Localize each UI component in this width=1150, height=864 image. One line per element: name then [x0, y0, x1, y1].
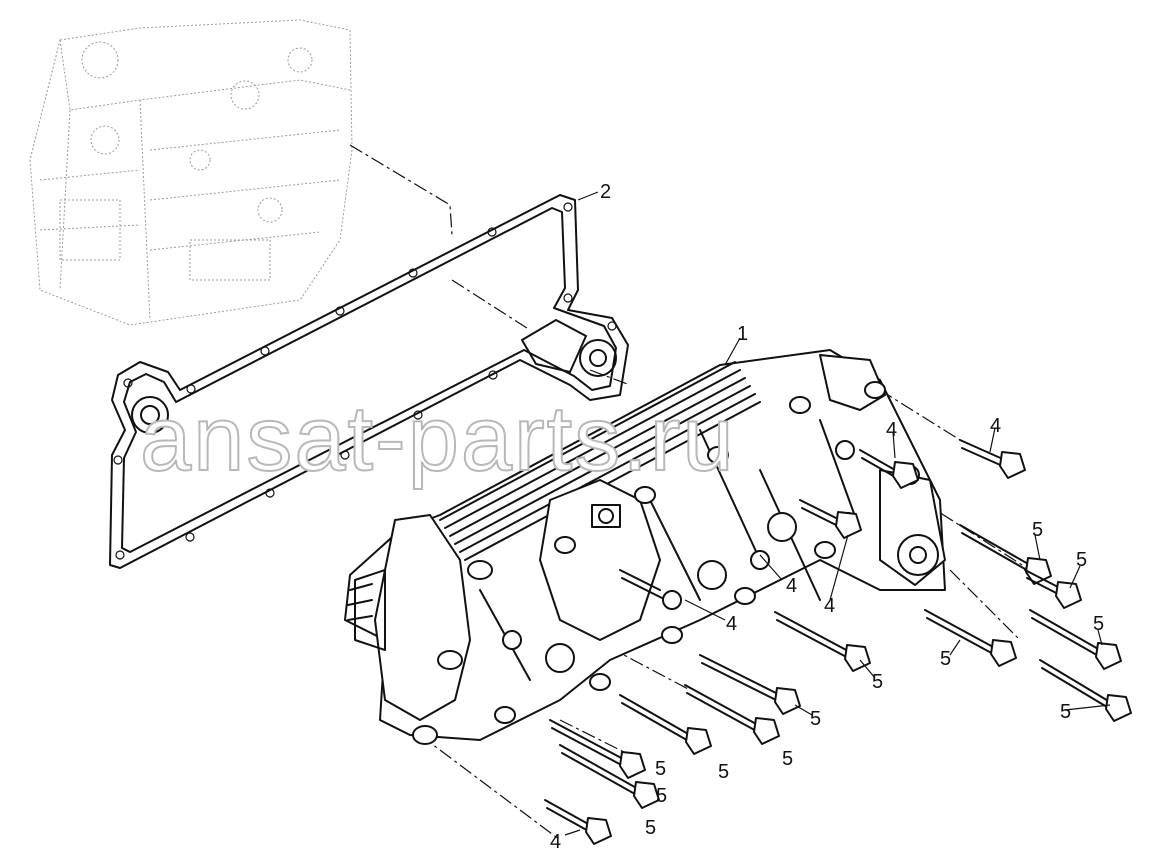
callout-5: 5 [940, 648, 951, 670]
callout-4: 4 [886, 419, 897, 441]
callout-4: 4 [726, 613, 737, 635]
callout-4: 4 [824, 595, 835, 617]
callout-5: 5 [1060, 701, 1071, 723]
callout-5: 5 [718, 761, 729, 783]
callout-5: 5 [645, 817, 656, 839]
callout-5: 5 [655, 758, 666, 780]
callout-5: 5 [1076, 549, 1087, 571]
callout-4: 4 [990, 415, 1001, 437]
gasket [109, 194, 629, 569]
leader-lines [564, 191, 1111, 836]
callout-2: 2 [600, 181, 611, 203]
bolts-part-5 [549, 524, 1132, 809]
engine-block-sketch [29, 19, 353, 326]
callout-5: 5 [810, 708, 821, 730]
callout-1: 1 [737, 323, 748, 345]
callout-5: 5 [1032, 519, 1043, 541]
callout-5: 5 [782, 748, 793, 770]
callout-4: 4 [550, 831, 561, 853]
callout-5: 5 [872, 671, 883, 693]
watermark-text: ansat-parts.ru [140, 388, 736, 490]
studs-part-4 [544, 439, 1026, 845]
oil-cooler-assembly [344, 349, 946, 745]
callout-labels: 2 1 4 4 4 4 4 4 5 5 5 5 5 5 5 5 5 5 5 5 [550, 181, 1104, 853]
callout-4: 4 [786, 575, 797, 597]
callout-5: 5 [656, 785, 667, 807]
callout-5: 5 [1093, 613, 1104, 635]
